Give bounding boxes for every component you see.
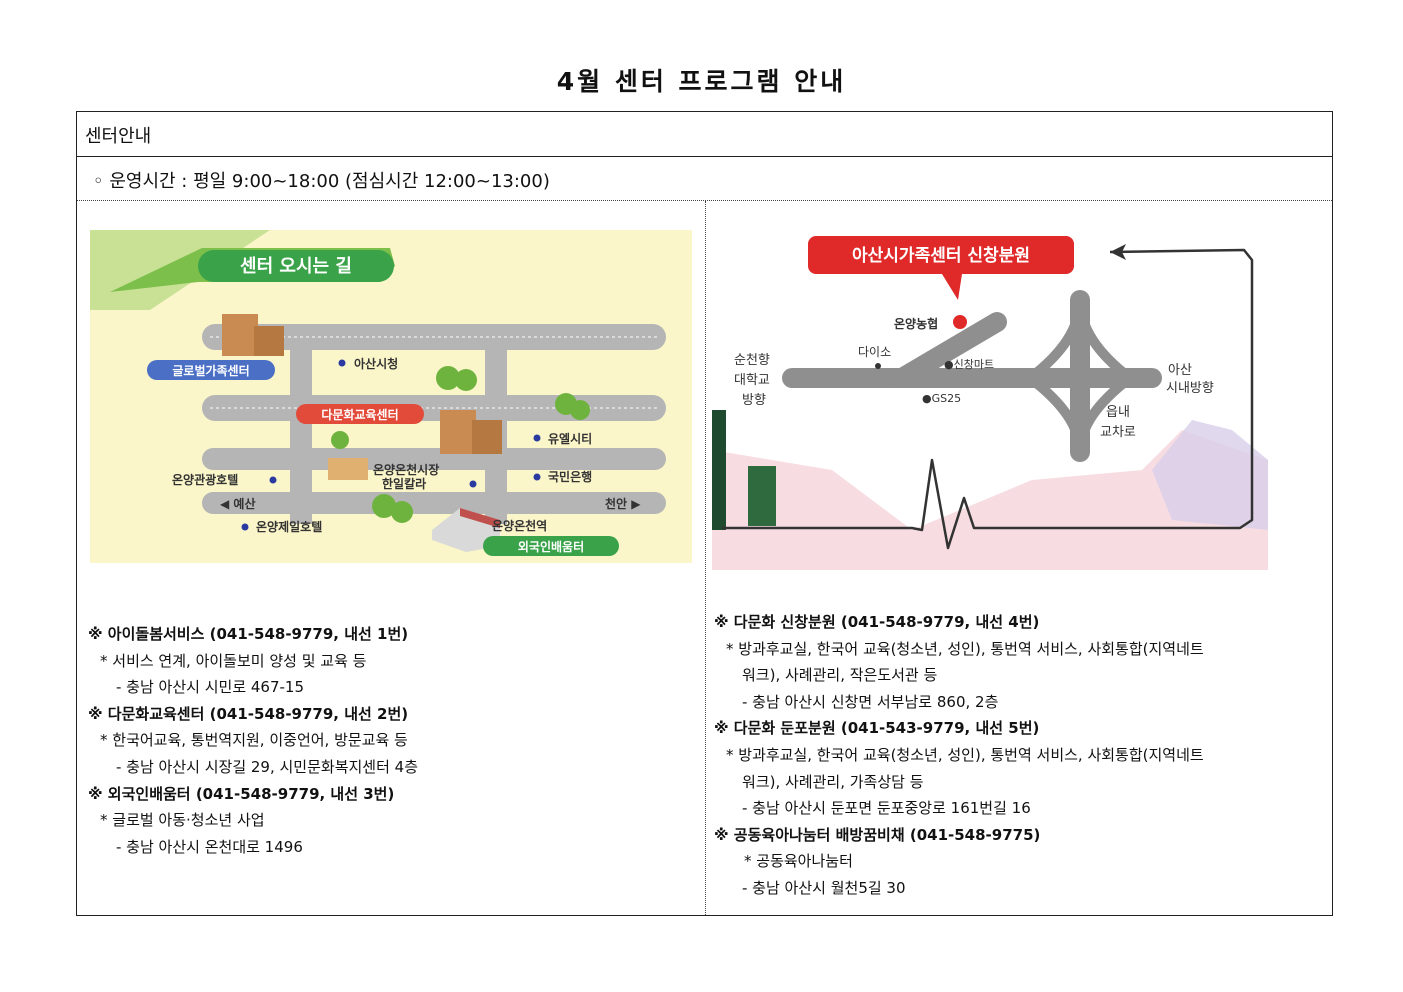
info-address: - 충남 아산시 시장길 29, 시민문화복지센터 4층 [116, 757, 419, 776]
page-title: 4월 센터 프로그램 안내 [556, 67, 847, 96]
label-global-center: 글로벌가족센터 [172, 363, 249, 378]
building-icon [222, 314, 502, 552]
left-info: ※ 아이돌봄서비스 (041-548-9779, 내선 1번) * 서비스 연계… [88, 621, 418, 860]
label-onyang-hotel: 온양관광호텔 [172, 472, 238, 487]
info-bullet: * 방과후교실, 한국어 교육(청소년, 성인), 통번역 서비스, 사회통합(… [726, 745, 1204, 764]
info-bullet: * 글로벌 아동·청소년 사업 [100, 811, 265, 830]
label-foreigner: 외국인배움터 [518, 539, 584, 554]
label-eupnae-1: 읍내 [1106, 405, 1130, 420]
info-address: - 충남 아산시 온천대로 1496 [116, 837, 303, 856]
location-pin-icon [953, 315, 967, 329]
map-right-banner-text: 아산시가족센터 신창분원 [852, 246, 1030, 266]
info-table: 센터안내 ◦ 운영시간 : 평일 9:00~18:00 (점심시간 12:00~… [76, 111, 1333, 916]
label-city-hall: 아산시청 [354, 356, 398, 371]
label-nonghyup: 온양농협 [894, 316, 938, 331]
info-bullet: * 한국어교육, 통번역지원, 이중언어, 방문교육 등 [100, 731, 408, 750]
label-asan-1: 아산 [1168, 363, 1192, 378]
label-daiso: 다이소 [858, 345, 891, 359]
info-header: ※ 다문화 둔포분원 (041-543-9779, 내선 5번) [714, 719, 1040, 738]
info-address: - 충남 아산시 월천5길 30 [742, 878, 906, 897]
map-left-banner-text: 센터 오시는 길 [240, 255, 352, 277]
map-right: 아산시가족센터 신창분원 온양농협 다이소 ●신창마트 ●GS25 순천향 대학… [712, 230, 1268, 570]
info-bullet: * 방과후교실, 한국어 교육(청소년, 성인), 통번역 서비스, 사회통합(… [726, 639, 1204, 658]
label-cheonan: 천안 ▶ [605, 496, 641, 511]
right-info: ※ 다문화 신창분원 (041-548-9779, 내선 4번) * 방과후교실… [714, 609, 1204, 902]
info-address: - 충남 아산시 신창면 서부남로 860, 2층 [742, 692, 999, 711]
map-right-banner [808, 236, 1074, 274]
tree-icon [331, 366, 590, 523]
label-jeil-hotel: 온양제일호텔 [256, 519, 322, 534]
label-multicultural-center: 다문화교육센터 [321, 407, 398, 422]
info-header: ※ 공동육아나눔터 배방꿈비채 (041-548-9775) [714, 825, 1041, 844]
info-header: ※ 다문화 신창분원 (041-548-9779, 내선 4번) [714, 613, 1040, 631]
label-soonchunhyang-1: 순천향 [734, 353, 770, 368]
label-soonchunhyang-3: 방향 [742, 393, 766, 408]
info-bullet-cont: 워크), 사례관리, 작은도서관 등 [742, 666, 938, 685]
label-sinchang-mart: ●신창마트 [944, 358, 994, 371]
label-eupnae-2: 교차로 [1100, 425, 1136, 440]
info-header: ※ 다문화교육센터 (041-548-9779, 내선 2번) [88, 704, 409, 723]
map-right-kiosk [748, 466, 776, 526]
label-asan-2: 시내방향 [1166, 381, 1214, 396]
label-yesan: ◀ 예산 [220, 496, 256, 511]
info-header: ※ 외국인배움터 (041-548-9779, 내선 3번) [88, 784, 395, 803]
route-line [722, 248, 1254, 550]
info-header: ※ 아이돌봄서비스 (041-548-9779, 내선 1번) [88, 625, 409, 643]
map-left-roads [202, 324, 666, 524]
map-left: 센터 오시는 길 글로벌가족센터 아산시청 다문화교육센터 유엘시티 온양관광호… [90, 230, 692, 563]
label-soonchunhyang-2: 대학교 [734, 373, 770, 388]
info-address: - 충남 아산시 시민로 467-15 [116, 678, 305, 697]
info-bullet: * 공동육아나눔터 [744, 852, 853, 871]
label-gs25: ●GS25 [922, 392, 961, 405]
info-bullet-cont: 워크), 사례관리, 가족상담 등 [742, 772, 924, 791]
map-right-sign [712, 410, 726, 530]
info-address: - 충남 아산시 둔포면 둔포중앙로 161번길 16 [742, 799, 1031, 818]
info-bullet: * 서비스 연계, 아이돌보미 양성 및 교육 등 [100, 651, 367, 670]
label-u-city: 유엘시티 [548, 431, 592, 446]
map-right-hills [712, 430, 1268, 570]
section-header: 센터안내 [77, 112, 1332, 157]
label-station: 온양온천역 [492, 518, 547, 533]
column-divider [705, 201, 706, 915]
label-kookmin: 국민은행 [548, 469, 592, 484]
operating-hours: ◦ 운영시간 : 평일 9:00~18:00 (점심시간 12:00~13:00… [77, 157, 1332, 201]
label-market: 온양온천시장 [373, 462, 439, 477]
label-hanil: 한일칼라 [382, 476, 426, 491]
map-left-banner: 센터 오시는 길 [110, 248, 395, 292]
